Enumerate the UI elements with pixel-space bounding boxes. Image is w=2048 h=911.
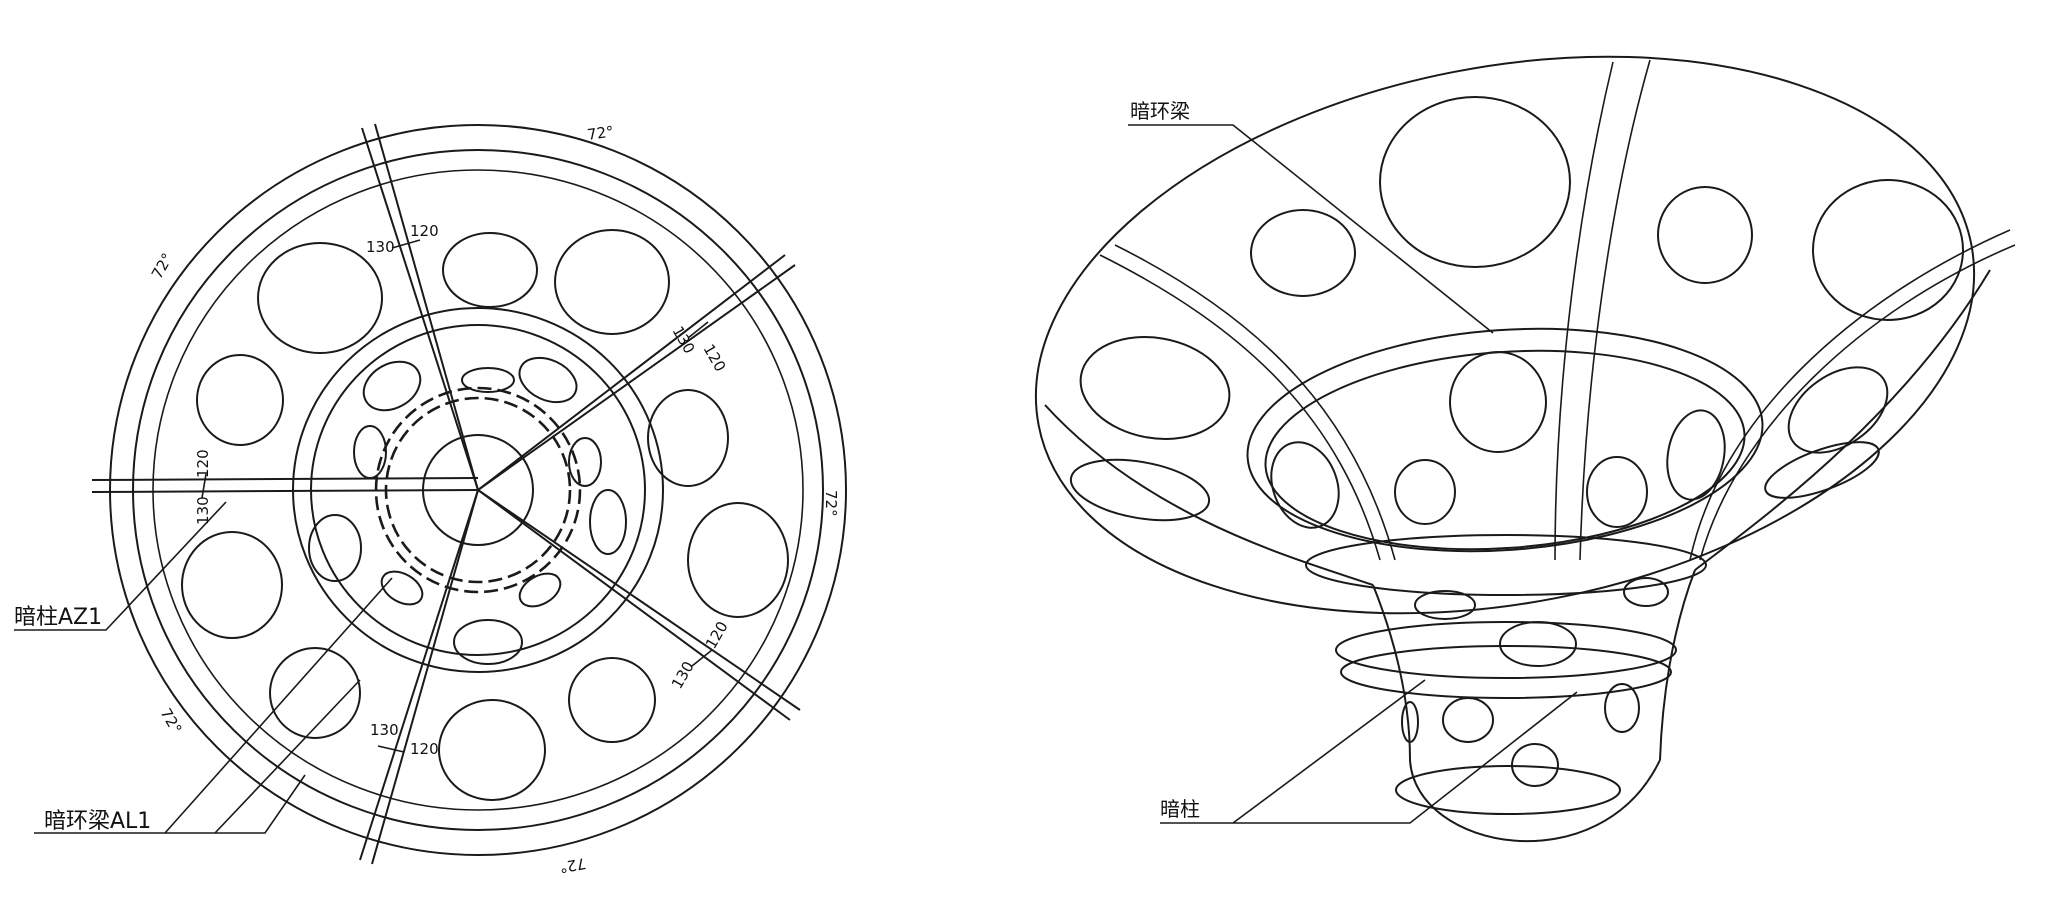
dim-120-top: 120 <box>410 222 439 240</box>
funnel-right-side <box>1694 269 1991 571</box>
lower-ring-2 <box>1335 621 1677 679</box>
angle-mark-right: 72° <box>822 490 840 517</box>
dashed-core-ring <box>374 386 582 594</box>
ring-beam-leader <box>1128 124 1494 334</box>
column-leader-main <box>1160 691 1578 824</box>
ring-beam-leader-3 <box>215 774 306 834</box>
lower-ring-1 <box>1305 534 1707 596</box>
meridian-ribs <box>1099 59 2016 561</box>
upper-openings <box>1069 96 1964 529</box>
lower-ring-3 <box>1340 645 1672 699</box>
base-bowl <box>1409 759 1661 843</box>
column-leader-line <box>14 501 227 631</box>
funnel-left-side <box>1044 404 1374 586</box>
ring-beam-label: 暗环梁AL1 <box>44 809 151 834</box>
inner-openings <box>308 356 627 665</box>
angle-mark-left: 72° <box>148 250 177 282</box>
dim-120-left: 120 <box>194 449 212 478</box>
stem-left <box>1372 584 1411 761</box>
column-label: 暗柱AZ1 <box>14 605 102 630</box>
outer-ring-panel-edge <box>152 169 804 811</box>
angle-mark-bottom: 72° <box>558 854 587 876</box>
dim-120-right-top: 120 <box>700 341 730 375</box>
bottom-ring <box>1395 765 1621 815</box>
outer-ring-inner <box>132 149 824 831</box>
angle-mark-top: 72° <box>586 122 615 144</box>
dim-130-left: 130 <box>194 496 212 525</box>
dimension-ticks <box>201 239 713 753</box>
outer-openings <box>181 229 789 801</box>
persp-column-label: 暗柱 <box>1160 797 1200 821</box>
dim-120-bottom: 120 <box>410 740 439 758</box>
top-rim <box>1034 55 1976 615</box>
persp-ring-beam-label: 暗环梁 <box>1130 99 1190 123</box>
perspective-view: 暗环梁 暗柱 <box>1034 55 2016 843</box>
dim-130-right-bottom: 130 <box>668 658 698 692</box>
radial-beams <box>91 123 801 865</box>
dim-130-top: 130 <box>366 238 395 256</box>
column-leader-branch <box>1232 679 1426 824</box>
outer-ring <box>109 124 847 856</box>
stem-openings <box>1401 577 1669 787</box>
stem-right <box>1659 569 1696 761</box>
throat-ring-outer <box>1246 327 1764 553</box>
angle-mark-bottom-left: 72° <box>157 705 186 737</box>
plan-view: 72° 72° 72° 72° 72° 130 120 130 120 130 … <box>14 122 847 876</box>
dim-130-bottom: 130 <box>370 721 399 739</box>
